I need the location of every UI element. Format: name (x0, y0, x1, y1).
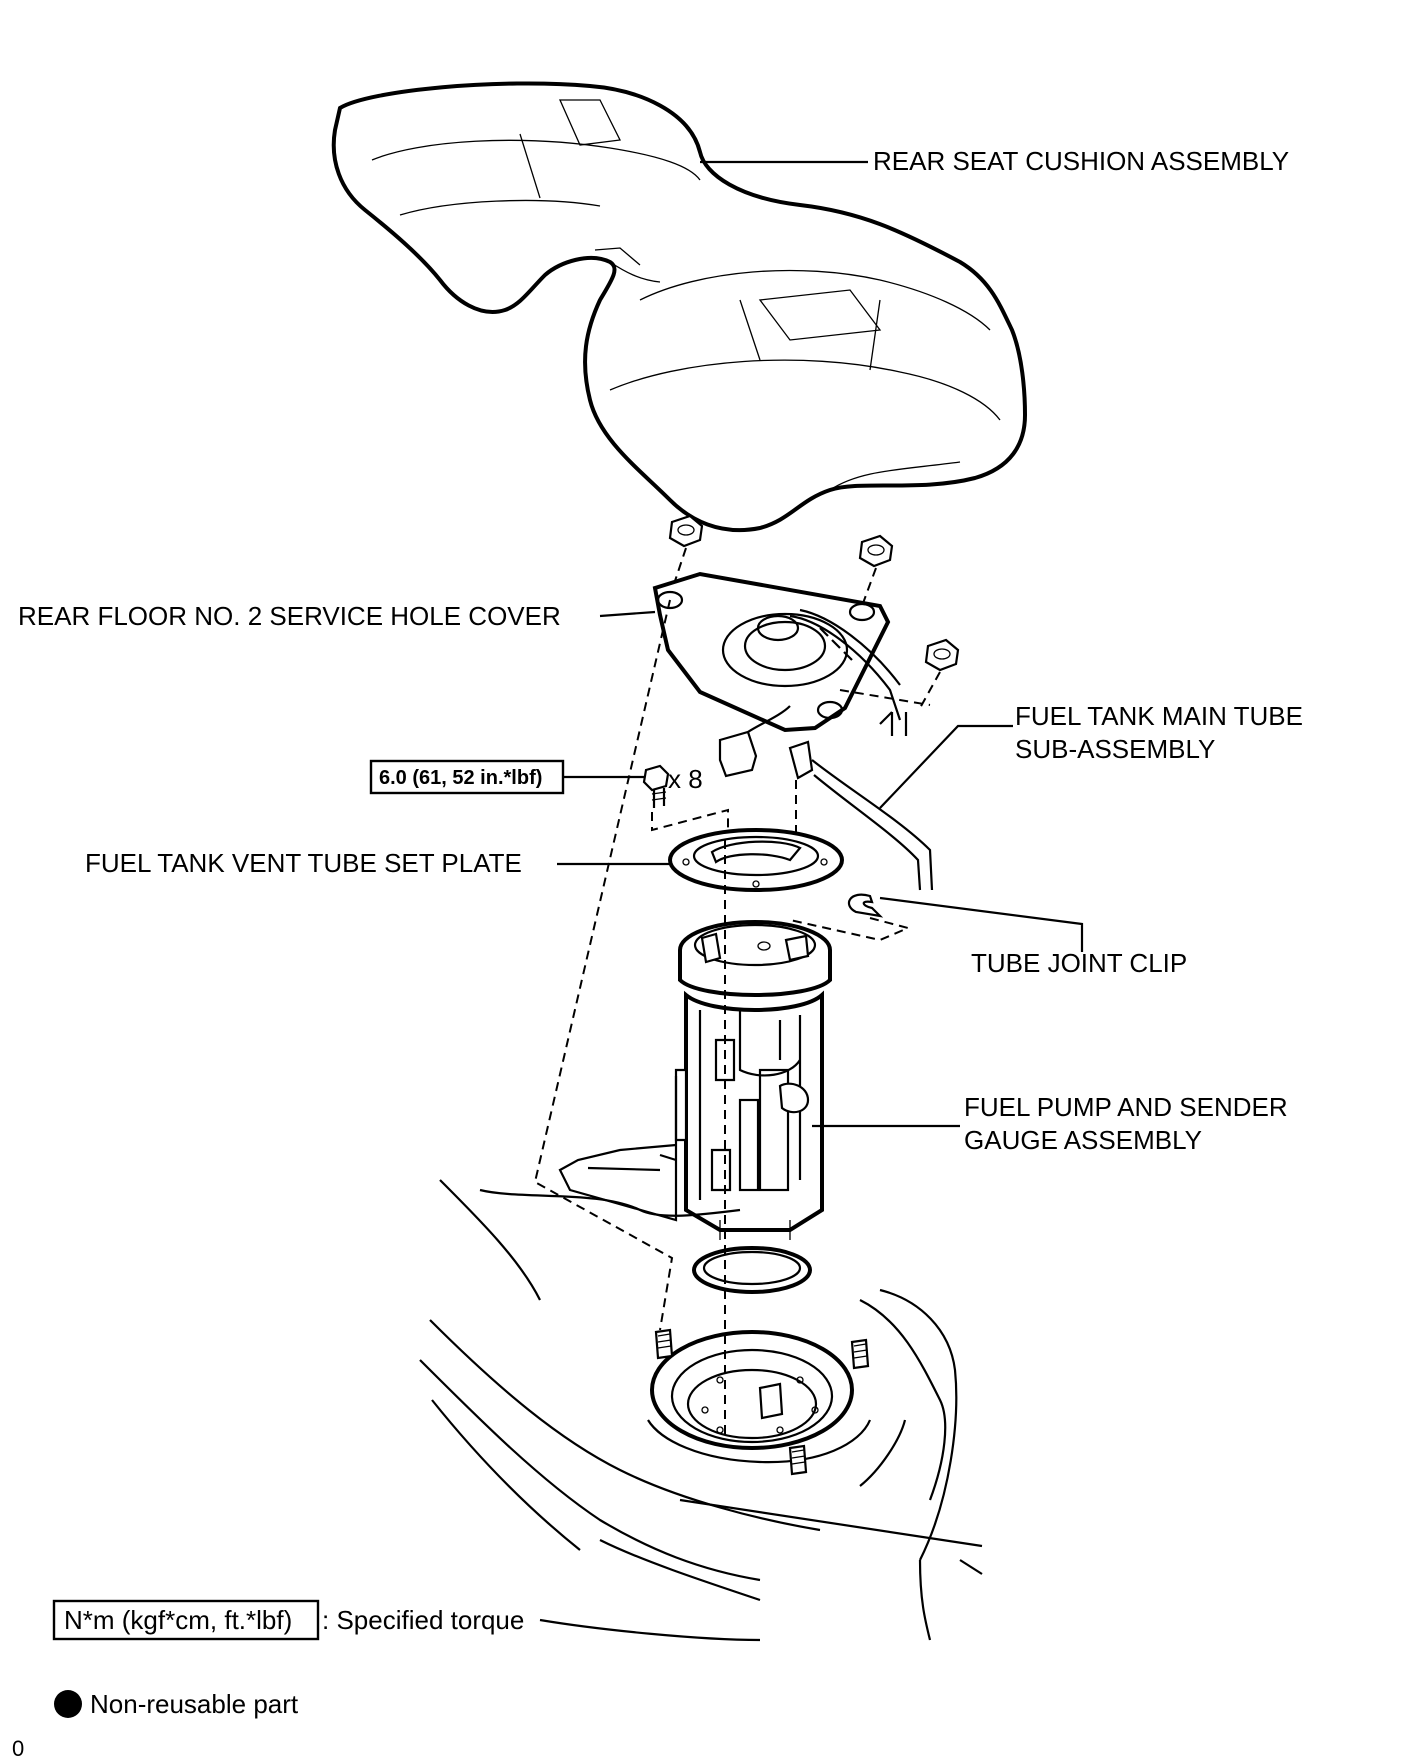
gasket-drawing (692, 1246, 812, 1294)
cover-nut-right (924, 638, 960, 672)
label-main-tube-line1: FUEL TANK MAIN TUBE (1015, 701, 1303, 731)
main-tube-leader-line (879, 724, 1013, 809)
bolt-quantity: x 8 (668, 764, 703, 794)
label-service-hole-cover: REAR FLOOR NO. 2 SERVICE HOLE COVER (18, 601, 561, 631)
tank-stud-bolts (654, 1328, 870, 1476)
tube-joint-clip-drawing (847, 893, 884, 918)
cover-nut-middle (858, 534, 894, 568)
legend-torque-units: N*m (kgf*cm, ft.*lbf) (64, 1605, 292, 1635)
fuel-tank-drawing (419, 1179, 983, 1642)
cover-nut-left (668, 514, 704, 548)
fuel-pump-sender-gauge-drawing (558, 920, 832, 1240)
vent-tube-set-plate-drawing (668, 828, 844, 892)
torque-value: 6.0 (61, 52 in.*lbf) (379, 767, 542, 789)
electrical-connector (718, 705, 791, 778)
page-mark: 0 (12, 1736, 24, 1761)
legend-torque-box (52, 1599, 320, 1641)
label-main-tube-line2: SUB-ASSEMBLY (1015, 734, 1215, 764)
cover-leader-line (599, 610, 656, 618)
legend-nonreusable-dot-icon (54, 1690, 82, 1718)
bolt-drawing (642, 764, 670, 808)
service-hole-cover-drawing (652, 571, 902, 733)
label-tube-joint-clip: TUBE JOINT CLIP (971, 948, 1187, 978)
clip-leader-line (879, 896, 1084, 952)
fuel-main-tube-drawing (788, 711, 934, 891)
legend-torque-desc: : Specified torque (322, 1605, 524, 1635)
label-pump-line1: FUEL PUMP AND SENDER (964, 1092, 1288, 1122)
label-rear-seat-cushion: REAR SEAT CUSHION ASSEMBLY (873, 146, 1289, 176)
torque-value-box (369, 759, 565, 795)
rear-seat-cushion-drawing (331, 81, 1028, 533)
legend-nonreusable-desc: Non-reusable part (90, 1689, 299, 1719)
label-vent-tube-plate: FUEL TANK VENT TUBE SET PLATE (85, 848, 522, 878)
label-pump-line2: GAUGE ASSEMBLY (964, 1125, 1202, 1155)
